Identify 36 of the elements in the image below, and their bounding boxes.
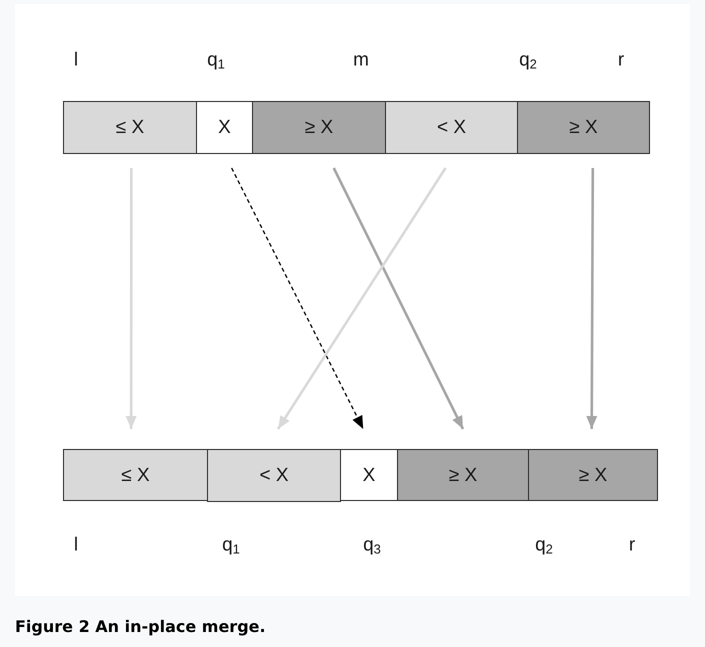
element-label: < X	[259, 466, 289, 485]
index-label: r	[628, 536, 636, 554]
index-label: q$_{1}$	[207, 50, 225, 70]
array-segment	[252, 101, 386, 154]
element-label: X	[362, 466, 376, 484]
index-label: l	[74, 50, 78, 70]
index-label: l	[74, 536, 78, 554]
element-label: ≥ X	[448, 466, 478, 484]
element-label: ≥ X	[578, 466, 608, 484]
array-segment	[528, 449, 658, 501]
array-segment	[207, 449, 341, 502]
array-segment	[340, 449, 398, 501]
index-label: r	[618, 50, 624, 70]
element-label: ≤ X	[121, 466, 150, 484]
array-segment	[63, 449, 208, 501]
index-label: q$_{1}$	[222, 536, 240, 554]
array-segment	[385, 101, 518, 154]
element-label: X	[218, 118, 231, 137]
index-label: q$_{3}$	[363, 536, 381, 554]
index-label: q$_{2}$	[519, 50, 537, 70]
array-segment	[196, 101, 253, 154]
figure-caption: Figure 2 An in-place merge.	[15, 617, 266, 636]
arrow	[276, 167, 447, 430]
array-segment	[397, 449, 529, 501]
index-label: m	[353, 50, 369, 70]
arrow	[332, 167, 464, 430]
arrow	[126, 168, 137, 429]
arrow	[586, 168, 598, 429]
element-label: ≤ X	[116, 118, 144, 137]
element-label: ≥ X	[569, 118, 598, 137]
element-label: ≥ X	[304, 118, 334, 137]
element-label: < X	[436, 118, 466, 137]
array-segment	[517, 101, 650, 154]
index-label: q$_{2}$	[535, 536, 553, 554]
array-segment	[63, 101, 197, 154]
dashed-arrow	[231, 168, 364, 430]
